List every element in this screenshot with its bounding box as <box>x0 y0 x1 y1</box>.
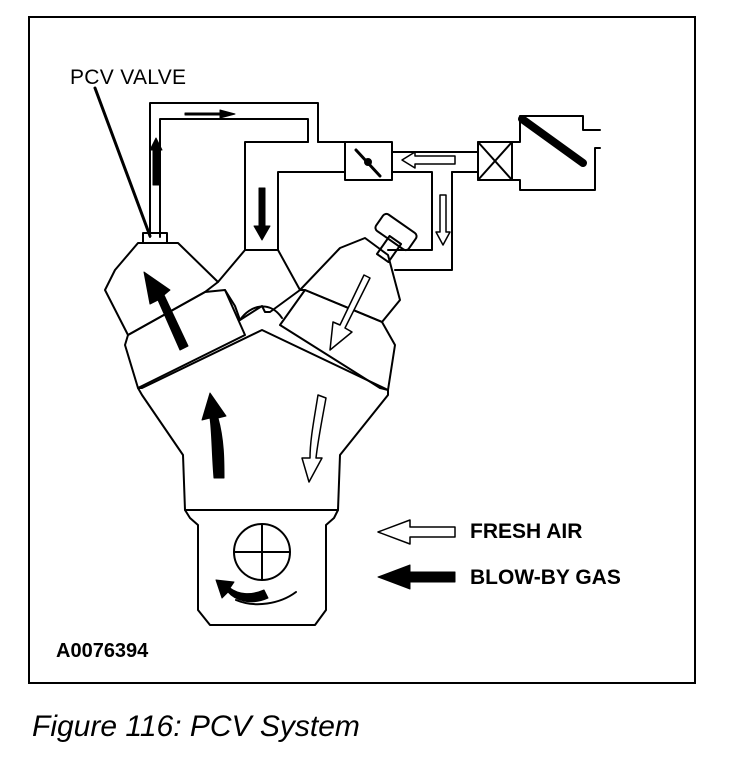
head-fresh-air-arrow <box>329 274 371 351</box>
legend <box>377 519 456 590</box>
blow-by-gas-legend-label: BLOW-BY GAS <box>470 566 621 589</box>
fresh-air-down-arrow <box>435 194 451 246</box>
blow-by-arrows <box>143 109 271 603</box>
head-blowby-arrow <box>143 271 189 351</box>
intake-down-arrow <box>253 187 271 241</box>
block-blowby-arrow <box>201 392 227 479</box>
fresh-air-legend-label: FRESH AIR <box>470 520 583 543</box>
oil-filler-cap <box>374 212 418 264</box>
pcv-valve <box>142 232 168 244</box>
fresh-air-arrows <box>301 151 456 483</box>
pcv-right-arrow <box>184 109 236 119</box>
pcv-hose <box>149 102 346 251</box>
pcv-valve-label: PCV VALVE <box>70 66 187 89</box>
engine-block <box>104 237 401 626</box>
block-fresh-air-arrow <box>301 394 327 483</box>
figure-frame <box>28 16 696 684</box>
pcv-up-arrow <box>149 137 163 186</box>
fresh-air-hose <box>277 151 479 271</box>
throttle-body <box>344 141 393 181</box>
air-filter <box>477 141 513 181</box>
pcv-valve-leader <box>93 86 152 238</box>
air-cleaner <box>511 115 601 191</box>
crank-rotation-arrow <box>215 579 269 603</box>
fresh-air-left-arrow <box>401 151 456 169</box>
solid-arrow-icon <box>377 564 456 590</box>
hollow-arrow-icon <box>377 519 456 545</box>
figure-id: A0076394 <box>56 640 149 662</box>
figure-caption: Figure 116: PCV System <box>32 710 360 743</box>
